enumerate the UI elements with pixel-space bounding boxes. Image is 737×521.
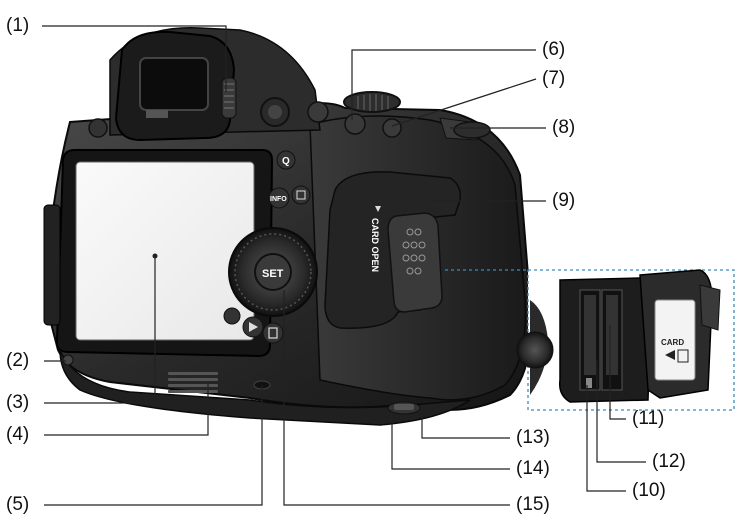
viewfinder-window	[139, 57, 209, 111]
callout-3: (3)	[6, 392, 30, 413]
callout-5: (5)	[6, 494, 30, 515]
callout-2: (2)	[6, 350, 30, 371]
magnify-button[interactable]	[276, 150, 296, 170]
menu-button[interactable]	[88, 118, 108, 138]
set-button-text: SET	[262, 268, 284, 280]
card-door-latch[interactable]	[387, 212, 443, 313]
callout-11: (11)	[632, 408, 665, 429]
bottom-plate	[59, 349, 471, 426]
callout-7: (7)	[542, 68, 566, 89]
rate-button[interactable]	[223, 307, 241, 325]
callout-15: (15)	[516, 494, 550, 515]
af-point-button[interactable]	[382, 118, 402, 138]
access-lamp	[586, 378, 592, 388]
strap-mount-left	[62, 354, 74, 366]
info-button[interactable]	[268, 187, 290, 209]
callout-9: (9)	[552, 190, 576, 211]
info-button-text: INFO	[270, 196, 287, 203]
callout-6: (6)	[542, 39, 566, 60]
callout-4: (4)	[6, 424, 30, 445]
callout-1: (1)	[6, 15, 30, 36]
callout-13: (13)	[516, 427, 550, 448]
ael-button[interactable]	[344, 113, 366, 135]
set-button[interactable]	[254, 253, 292, 291]
quick-control-button[interactable]	[291, 185, 311, 205]
svg-text:Q: Q	[282, 156, 290, 167]
card-open-text: CARD OPEN	[370, 218, 380, 272]
speaker-grille	[168, 372, 218, 393]
leader-lines	[42, 25, 646, 506]
battery-lock-lever[interactable]	[394, 404, 414, 410]
callout-10: (10)	[632, 480, 666, 501]
inset-camera-slots: CARD	[516, 269, 721, 403]
erase-button[interactable]	[262, 322, 284, 344]
callout-14: (14)	[516, 458, 550, 479]
sub-dial[interactable]	[453, 121, 491, 139]
af-on-button[interactable]	[307, 101, 329, 123]
lcd-hinge	[43, 204, 61, 326]
card-label-text: CARD	[661, 338, 684, 347]
callout-8: (8)	[552, 117, 576, 138]
callout-12: (12)	[652, 451, 686, 472]
